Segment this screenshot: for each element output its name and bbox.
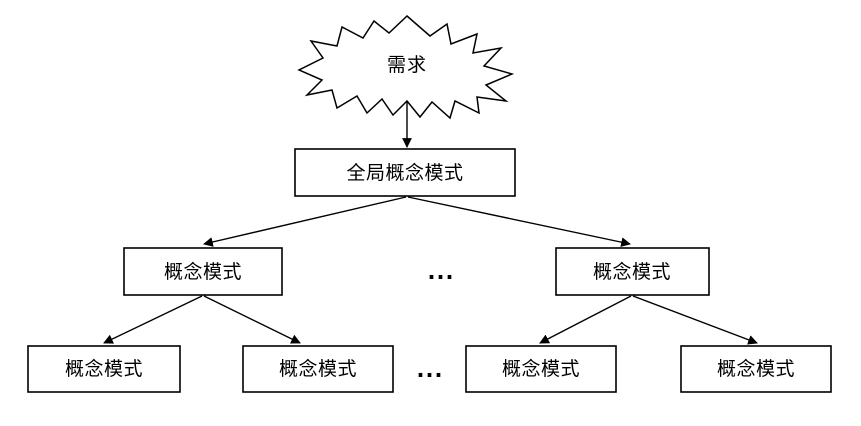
schema-l3-right-box xyxy=(555,247,710,296)
node-requirement-burst[interactable]: 需求 xyxy=(297,14,515,120)
schema-l4-1-label: 概念模式 xyxy=(65,357,143,380)
global-schema-label: 全局概念模式 xyxy=(346,161,463,184)
edge-schema-left-to-child-2 xyxy=(203,295,301,344)
schema-l3-left-box xyxy=(123,247,283,296)
ellipsis-level-4: ... xyxy=(417,358,444,382)
ellipsis-level-3: ... xyxy=(428,260,455,284)
edge-global-to-schema-left xyxy=(203,196,407,247)
starburst-shape xyxy=(297,14,515,120)
node-conceptual-schema-l3-right[interactable]: 概念模式 xyxy=(555,247,710,296)
schema-l4-4-box xyxy=(680,345,832,393)
node-conceptual-schema-l4-4[interactable]: 概念模式 xyxy=(680,345,832,393)
node-conceptual-schema-l4-2[interactable]: 概念模式 xyxy=(242,345,394,393)
edge-group xyxy=(103,100,758,345)
edge-schema-right-to-child-3 xyxy=(539,295,632,344)
edge-schema-right-to-child-4 xyxy=(632,295,758,345)
node-conceptual-schema-l3-left[interactable]: 概念模式 xyxy=(123,247,283,296)
schema-l4-3-label: 概念模式 xyxy=(502,357,580,380)
global-schema-box xyxy=(294,148,516,197)
schema-l4-3-box xyxy=(465,345,617,393)
requirement-label: 需求 xyxy=(387,54,427,76)
schema-l3-right-label: 概念模式 xyxy=(593,260,671,283)
schema-l4-2-label: 概念模式 xyxy=(279,357,357,380)
node-conceptual-schema-l4-1[interactable]: 概念模式 xyxy=(27,345,181,393)
schema-l4-2-box xyxy=(242,345,394,393)
schema-l4-1-box xyxy=(27,345,181,393)
node-global-conceptual-schema[interactable]: 全局概念模式 xyxy=(294,148,516,197)
schema-l3-left-label: 概念模式 xyxy=(164,260,242,283)
schema-l4-4-label: 概念模式 xyxy=(717,357,795,380)
edge-schema-left-to-child-1 xyxy=(103,295,203,344)
edge-global-to-schema-right xyxy=(407,196,631,247)
node-conceptual-schema-l4-3[interactable]: 概念模式 xyxy=(465,345,617,393)
